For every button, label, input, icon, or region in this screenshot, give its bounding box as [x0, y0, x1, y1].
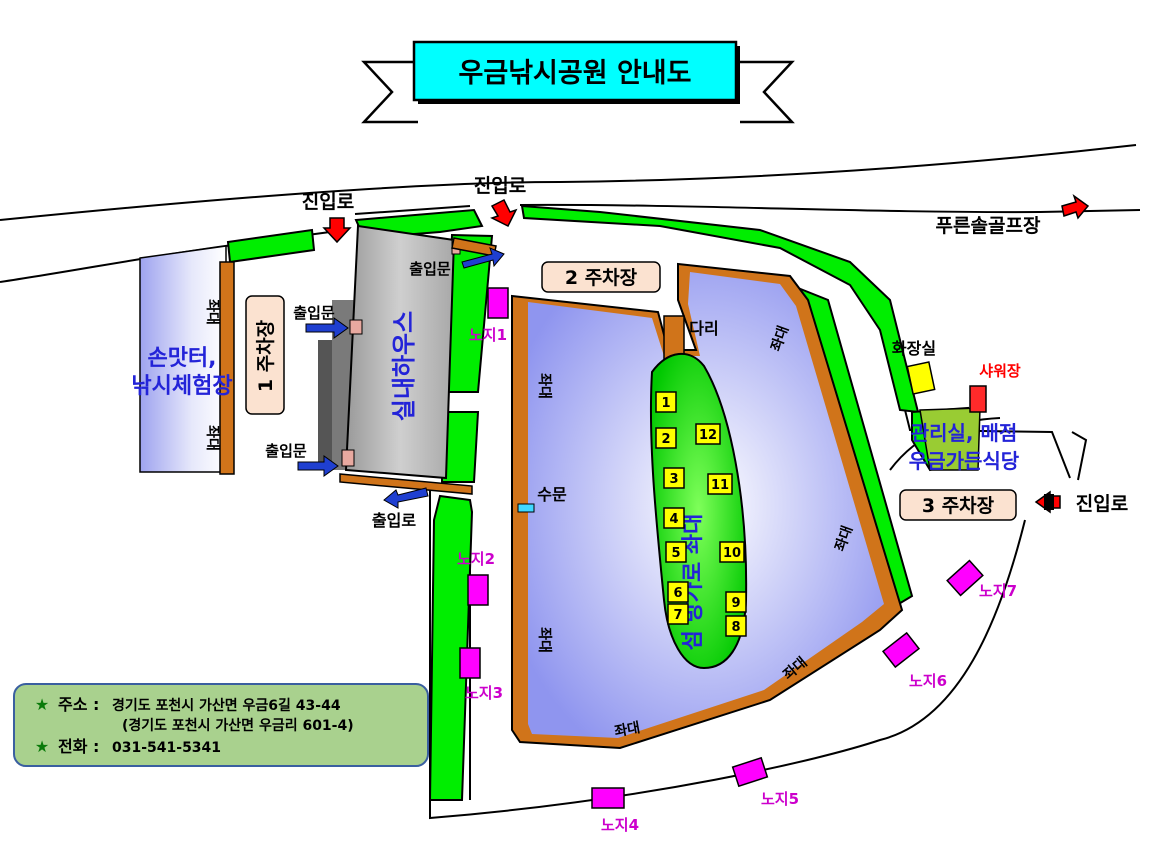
door-label-1: 출입문	[409, 260, 451, 278]
parking-2-box	[541, 261, 661, 293]
bungalow-3: 3	[663, 467, 685, 489]
entrance-arrow-1	[322, 217, 352, 244]
bridge-label: 다리	[689, 319, 718, 338]
experience-label-line1: 손맛터,	[147, 346, 216, 371]
door-arrow-3	[297, 455, 339, 477]
bungalow-number: 8	[731, 620, 740, 635]
info-box: ★ ★ 주소 : 경기도 포천시 가산면 우금6길 43-44 (경기도 포천시…	[13, 683, 429, 767]
bungalow-number: 6	[673, 586, 682, 601]
bungalow-number: 2	[661, 432, 670, 447]
seat-label-8: 좌대	[613, 720, 641, 740]
seat-label-3: 좌대	[536, 373, 552, 399]
indoor-house	[318, 224, 497, 495]
outdoor-spot-2	[467, 574, 489, 606]
star-icon: ★	[35, 695, 49, 714]
bungalow-8: 8	[725, 615, 747, 637]
left-pond	[139, 245, 235, 475]
bungalow-5: 5	[665, 541, 687, 563]
bungalow-11: 11	[707, 473, 733, 495]
bungalow-number: 5	[671, 546, 680, 561]
map-labels: 진입로 진입로 푸른솔골프장 진입로 출입로 1 주차장 2 주차장 3 주차장…	[131, 175, 1128, 834]
outdoor-spot-7	[946, 559, 984, 597]
outdoor-spot-7-label: 노지7	[979, 582, 1017, 600]
sluice-label: 수문	[537, 485, 567, 504]
bungalow-number: 7	[673, 608, 682, 623]
bungalow-2: 2	[655, 427, 677, 449]
outdoor-spot-4	[591, 787, 625, 809]
parking-1-box	[245, 295, 285, 415]
bungalow-6: 6	[667, 581, 689, 603]
arrows	[297, 194, 1090, 514]
parking-2-label: 2 주차장	[565, 267, 638, 289]
office-label-line2: 우금가든식당	[909, 449, 1020, 473]
bungalow-number: 3	[669, 472, 678, 487]
parking-3-label: 3 주차장	[922, 495, 995, 517]
door-label-3: 출입문	[265, 442, 307, 460]
star-icon: ★	[35, 737, 49, 756]
phone-label: 전화 :	[58, 737, 99, 756]
exit-road-label: 출입로	[372, 511, 416, 530]
exit-arrow	[383, 487, 429, 509]
bungalow-12: 12	[695, 423, 721, 445]
seat-label-2: 좌대	[204, 425, 220, 451]
outdoor-spot-4-label: 노지4	[601, 816, 639, 834]
parking-3-box	[899, 489, 1017, 521]
entrance-label-3: 진입로	[1076, 493, 1128, 515]
outdoor-spots	[459, 287, 984, 809]
facilities	[906, 361, 987, 471]
entrance-arrow-2	[490, 198, 518, 228]
bungalow-4: 4	[663, 507, 685, 529]
parking-boxes	[245, 261, 1017, 521]
outdoor-spot-1-label: 노지1	[469, 326, 507, 344]
outdoor-spot-5	[731, 756, 769, 788]
title-banner: 우금낚시공원 안내도	[361, 40, 795, 124]
address-line1: 경기도 포천시 가산면 우금6길 43-44	[112, 697, 341, 714]
outdoor-spot-3-label: 노지3	[465, 684, 503, 702]
indoor-house-label: 실내하우스	[390, 311, 418, 421]
office-label-line1: 관리실, 매점	[911, 421, 1018, 445]
bungalow-number: 4	[669, 512, 678, 527]
shower-label: 샤워장	[979, 362, 1021, 380]
map-title: 우금낚시공원 안내도	[459, 58, 692, 89]
experience-label-line2: 낚시체험장	[131, 373, 232, 399]
bungalow-number: 10	[723, 546, 741, 561]
golf-label: 푸른솔골프장	[936, 215, 1041, 237]
bungalow-number: 1	[661, 396, 670, 411]
outdoor-spot-6-label: 노지6	[909, 672, 947, 690]
parking-1-label: 1 주차장	[255, 319, 277, 392]
outdoor-spot-2-label: 노지2	[457, 550, 495, 568]
seat-label-4: 좌대	[536, 627, 552, 653]
seat-label-1: 좌대	[204, 299, 220, 325]
bungalow-number: 12	[699, 428, 717, 443]
outdoor-spot-6	[881, 631, 921, 669]
bungalow-10: 10	[719, 541, 745, 563]
door-label-2: 출입문	[293, 304, 335, 322]
address-label: 주소 :	[58, 695, 99, 714]
bungalow-1: 1	[655, 391, 677, 413]
bungalow-9: 9	[725, 591, 747, 613]
entrance-label-2: 진입로	[474, 175, 526, 197]
address-line2: (경기도 포천시 가산면 우금리 601-4)	[122, 717, 354, 734]
golf-arrow	[1061, 194, 1090, 220]
toilet-label: 화장실	[892, 339, 936, 358]
outdoor-spot-5-label: 노지5	[761, 790, 799, 808]
phone-number: 031-541-5341	[112, 740, 221, 756]
door-arrow-1	[461, 247, 505, 269]
outdoor-spot-3	[459, 647, 481, 679]
bungalow-number: 11	[711, 478, 729, 493]
outdoor-spot-1	[487, 287, 509, 319]
bungalow-number: 9	[731, 596, 740, 611]
door-arrow-2	[305, 317, 349, 339]
bungalow-7: 7	[667, 603, 689, 625]
entrance-label-1: 진입로	[302, 191, 354, 213]
